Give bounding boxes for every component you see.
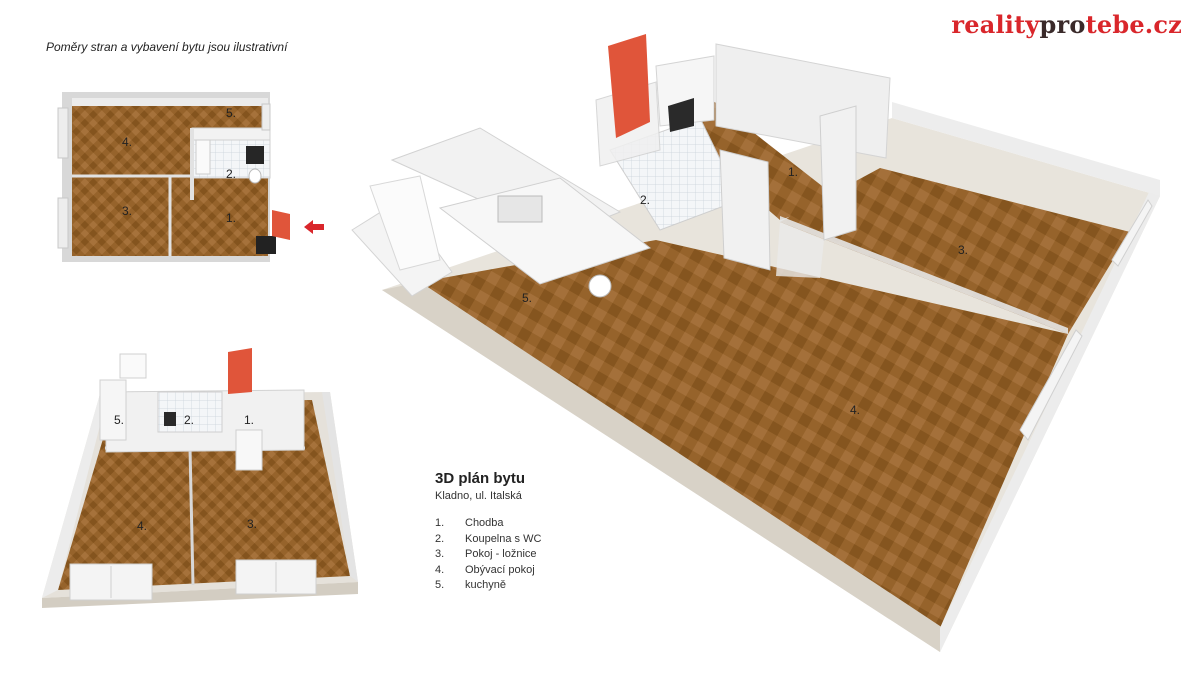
- plan-legend: 3D plán bytu Kladno, ul. Italská 1.Chodb…: [435, 470, 665, 594]
- iso-large-label-4: 4.: [850, 403, 860, 417]
- top-label-3: 3.: [122, 204, 132, 218]
- iso-large-label-3: 3.: [958, 243, 968, 257]
- iso-large-entrance-door: [608, 34, 650, 138]
- iso-small-label-4: 4.: [137, 519, 147, 533]
- disclaimer-note: Poměry stran a vybavení bytu jsou ilustr…: [46, 40, 288, 54]
- entrance-arrow-icon: [304, 220, 324, 234]
- room-list-item: 1.Chodba: [435, 516, 665, 532]
- iso-large-label-5: 5.: [522, 291, 532, 305]
- room-list: 1.Chodba 2.Koupelna s WC 3.Pokoj - ložni…: [435, 516, 665, 594]
- top-hall-cabinet: [256, 236, 276, 254]
- room-name-koupelna: Koupelna s WC: [465, 532, 542, 545]
- iso-large-label-2: 2.: [640, 193, 650, 207]
- iso-large-sink: [497, 195, 543, 223]
- iso-large-washer: [588, 274, 612, 298]
- iso-small-label-1: 1.: [244, 413, 254, 427]
- iso-large-label-1: 1.: [788, 165, 798, 179]
- iso-large-plan: 1. 2. 3. 4. 5.: [351, 34, 1160, 652]
- room-list-item: 3.Pokoj - ložnice: [435, 547, 665, 563]
- legend-title: 3D plán bytu: [435, 470, 526, 487]
- top-label-4: 4.: [122, 135, 132, 149]
- top-view-plan: 5. 4. 2. 3. 1.: [57, 92, 324, 262]
- room-name-kuchyne: kuchyně: [465, 579, 506, 591]
- iso-small-label-5: 5.: [114, 413, 124, 427]
- top-label-1: 1.: [226, 211, 236, 225]
- iso-small-plan: 5. 2. 1. 4. 3.: [42, 348, 358, 608]
- iso-large-hall-door: [719, 149, 771, 271]
- logo-part-tebe: tebe.cz: [1085, 10, 1182, 39]
- legend-subtitle: Kladno, ul. Italská: [435, 490, 522, 502]
- top-label-2: 2.: [226, 167, 236, 181]
- room-name-chodba: Chodba: [465, 517, 504, 529]
- logo-part-pro: pro: [1039, 10, 1086, 39]
- room-name-loznice: Pokoj - ložnice: [465, 548, 537, 560]
- iso-small-entrance-door: [228, 348, 252, 394]
- brand-logo[interactable]: realityprotebe.cz: [951, 10, 1182, 39]
- room-list-item: 2.Koupelna s WC: [435, 532, 665, 548]
- logo-part-reality: reality: [951, 10, 1040, 39]
- iso-small-label-3: 3.: [247, 517, 257, 531]
- room-list-item: 4.Obývací pokoj: [435, 563, 665, 579]
- iso-large-floor-bedroom: [780, 168, 1130, 334]
- iso-large-kitchen-counter: [438, 177, 652, 285]
- top-bath-fixture: [246, 146, 264, 164]
- iso-large-floor-living: [420, 240, 1068, 628]
- iso-small-label-2: 2.: [184, 413, 194, 427]
- room-list-item: 5.kuchyně: [435, 578, 665, 594]
- top-entrance-door: [272, 210, 290, 240]
- top-label-5: 5.: [226, 106, 236, 120]
- room-name-obyvaci: Obývací pokoj: [465, 563, 535, 576]
